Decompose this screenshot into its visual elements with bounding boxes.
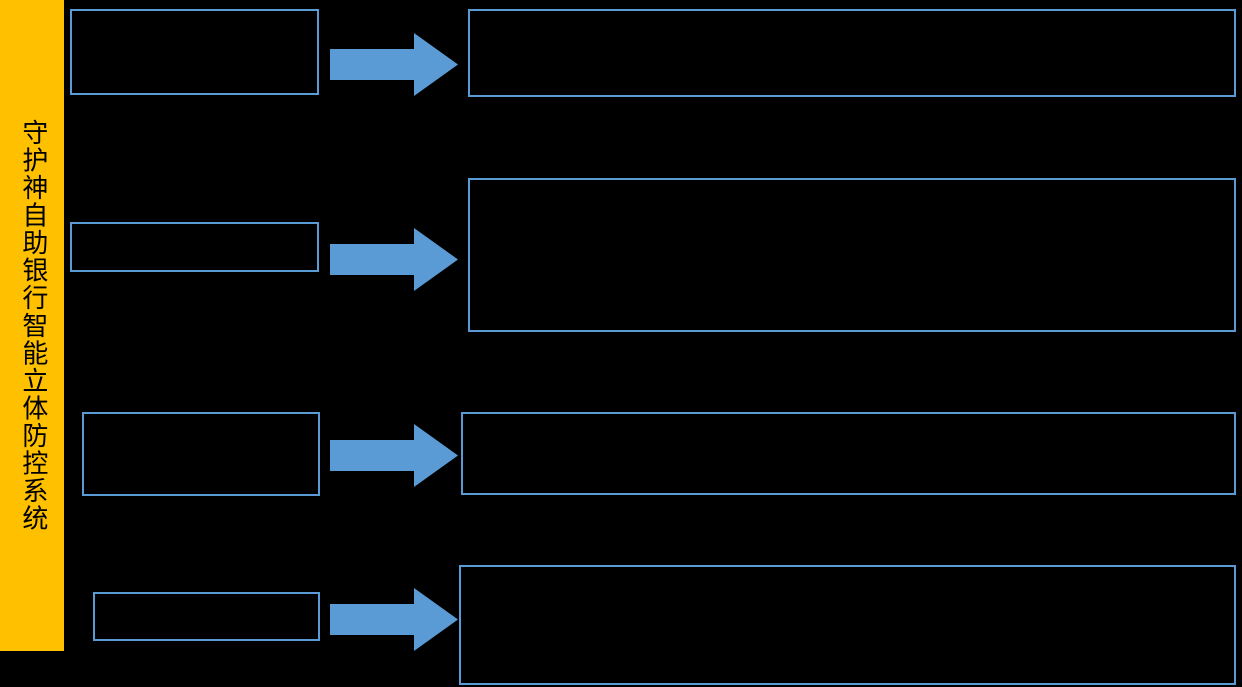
vertical-title-text: 守护神自助银行智能立体防控系统 [17, 118, 48, 533]
right-box-4[interactable] [459, 565, 1236, 685]
right-box-2[interactable] [468, 178, 1236, 332]
arrow-right-icon-1 [330, 33, 458, 96]
right-box-3[interactable] [461, 412, 1236, 495]
left-box-2[interactable] [70, 222, 319, 272]
vertical-title-bar: 守护神自助银行智能立体防控系统 [0, 0, 64, 651]
left-box-3[interactable] [82, 412, 320, 496]
left-box-4[interactable] [93, 592, 320, 641]
left-box-1[interactable] [70, 9, 319, 95]
arrow-right-icon-3 [330, 424, 458, 487]
arrow-right-icon-4 [330, 588, 458, 651]
arrow-right-icon-2 [330, 228, 458, 291]
right-box-1[interactable] [468, 9, 1236, 97]
